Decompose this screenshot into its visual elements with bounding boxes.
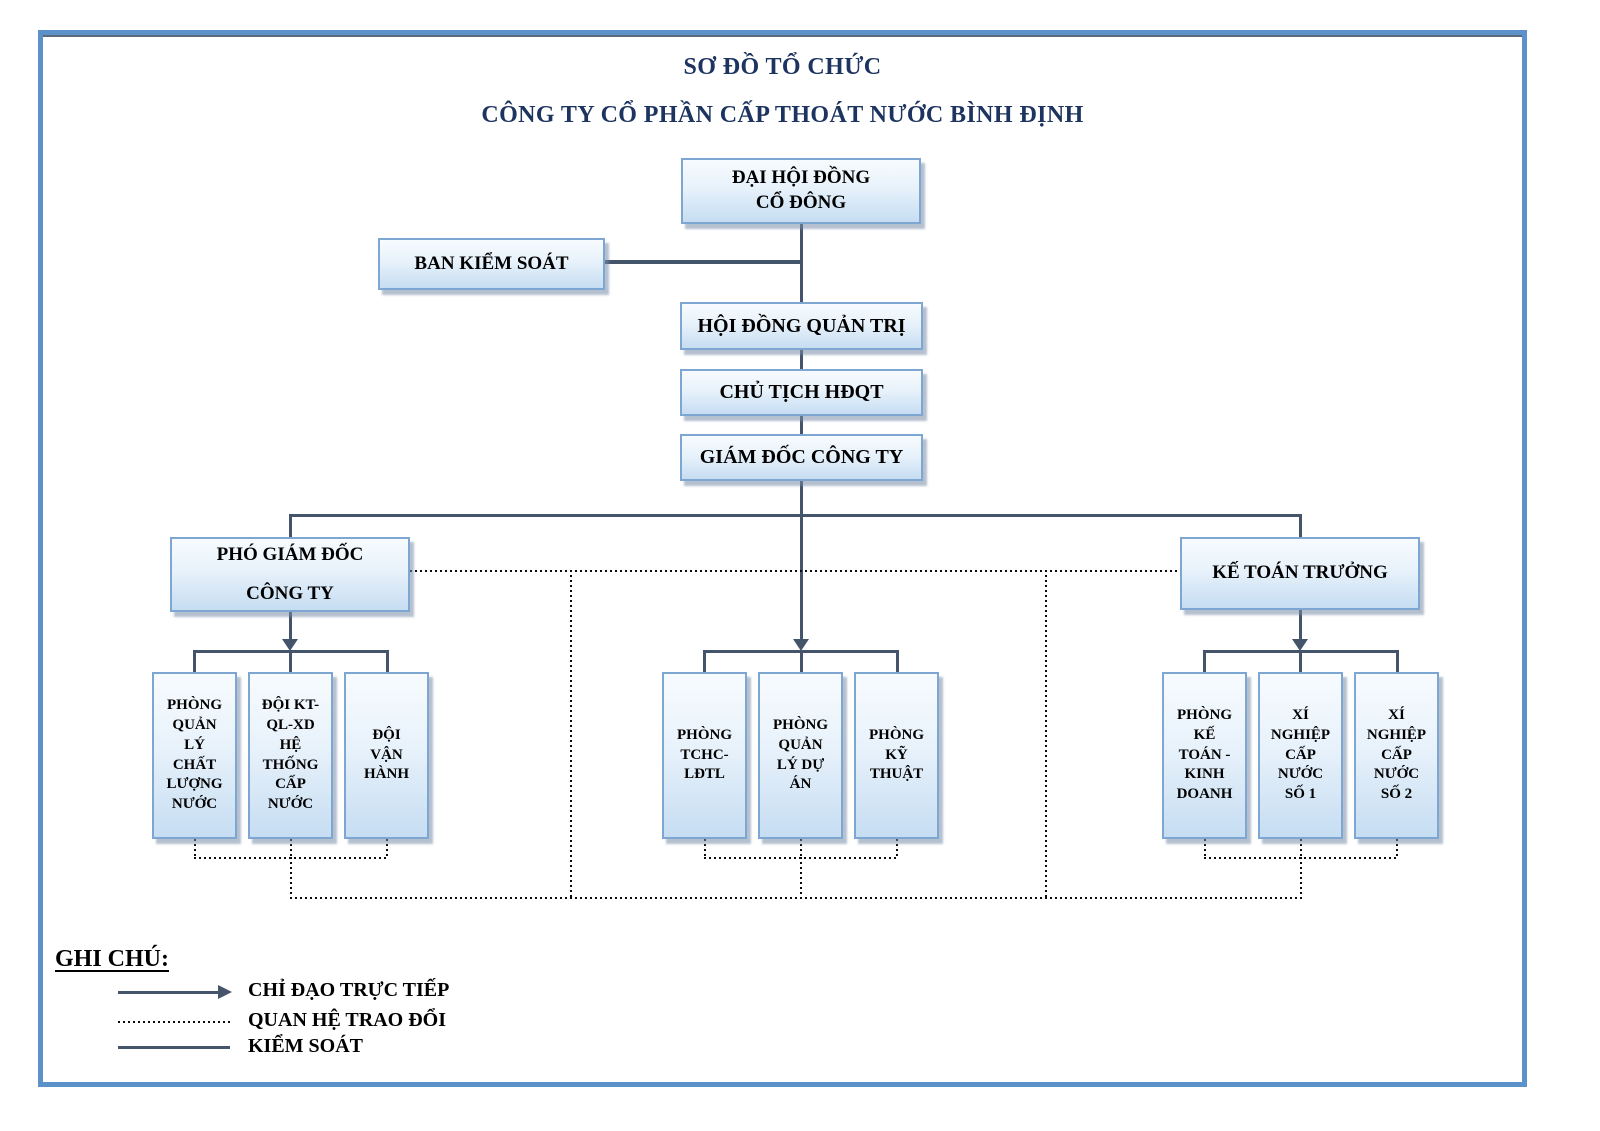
left-stub-2	[289, 650, 292, 672]
dotted-stub	[1300, 839, 1302, 858]
connector-bankiemsoat-control-line	[604, 260, 803, 264]
dotted-bottom-bus	[290, 897, 1302, 899]
connector-phogiamdoc-children	[289, 611, 292, 641]
legend-dotted-line-icon	[118, 1021, 230, 1023]
page-border-frame	[38, 30, 1527, 1087]
legend-label-control: KIỂM SOÁT	[248, 1035, 364, 1057]
dotted-stub	[896, 839, 898, 858]
node-pho-giam-doc-cong-ty: PHÓ GIÁM ĐỐC CÔNG TY	[170, 537, 410, 612]
right-stub-2	[1299, 650, 1302, 672]
dotted-stub	[290, 839, 292, 858]
connector-giamdoc-middle-group	[800, 481, 803, 641]
arrowhead-right-group-icon	[1292, 639, 1308, 651]
dotted-stub	[1204, 839, 1206, 858]
connector-branch-horizontal	[289, 514, 1302, 517]
node-phong-ke-toan-kinh-doanh: PHÒNG KẾ TOÁN - KINH DOANH	[1162, 672, 1247, 839]
legend-heading: GHI CHÚ:	[55, 946, 169, 972]
dotted-vertical-right	[1045, 570, 1047, 900]
middle-stub-3	[896, 650, 899, 672]
node-ke-toan-truong: KẾ TOÁN TRƯỞNG	[1180, 537, 1420, 610]
right-stub-1	[1203, 650, 1206, 672]
connector-drop-ketoantruong	[1299, 514, 1302, 537]
node-doi-kt-ql-xd-he-thong-cap-nuoc: ĐỘI KT- QL-XD HỆ THỐNG CẤP NƯỚC	[248, 672, 333, 839]
node-doi-van-hanh: ĐỘI VẬN HÀNH	[344, 672, 429, 839]
node-dai-hoi-dong-co-dong: ĐẠI HỘI ĐỒNG CỔ ĐÔNG	[681, 158, 921, 224]
connector-ketoantruong-children	[1299, 609, 1302, 641]
arrowhead-left-group-icon	[282, 639, 298, 651]
dotted-drop-middle	[800, 857, 802, 899]
legend-solid-line-icon	[118, 1046, 230, 1049]
dotted-stub	[704, 839, 706, 858]
dotted-stub	[800, 839, 802, 858]
node-phong-tchc-ldtl: PHÒNG TCHC- LĐTL	[662, 672, 747, 839]
node-hoi-dong-quan-tri: HỘI ĐỒNG QUẢN TRỊ	[680, 302, 923, 350]
dotted-drop-left	[290, 857, 292, 899]
node-ban-kiem-soat: BAN KIỂM SOÁT	[378, 238, 605, 290]
legend-solid-arrow-icon	[118, 991, 220, 994]
node-xi-nghiep-cap-nuoc-so-2: XÍ NGHIỆP CẤP NƯỚC SỐ 2	[1354, 672, 1439, 839]
connector-drop-phogiamdoc	[289, 514, 292, 537]
chart-title: SƠ ĐỒ TỔ CHỨC	[683, 54, 882, 80]
node-phong-quan-ly-chat-luong-nuoc: PHÒNG QUẢN LÝ CHẤT LƯỢNG NƯỚC	[152, 672, 237, 839]
dotted-stub	[1396, 839, 1398, 858]
legend-label-exchange-relation: QUAN HỆ TRAO ĐỔI	[248, 1009, 446, 1031]
node-chu-tich-hdqt: CHỦ TỊCH HĐQT	[680, 369, 923, 416]
legend-label-direct-command: CHỈ ĐẠO TRỰC TIẾP	[248, 979, 450, 1001]
dotted-drop-right	[1300, 857, 1302, 899]
arrowhead-middle-group-icon	[793, 639, 809, 651]
legend-arrowhead-icon	[218, 985, 232, 999]
node-giam-doc-cong-ty: GIÁM ĐỐC CÔNG TY	[680, 434, 923, 481]
middle-stub-2	[800, 650, 803, 672]
left-stub-3	[386, 650, 389, 672]
node-xi-nghiep-cap-nuoc-so-1: XÍ NGHIỆP CẤP NƯỚC SỐ 1	[1258, 672, 1343, 839]
dotted-stub	[194, 839, 196, 858]
top-horizontal-rule	[43, 35, 1522, 37]
node-phong-quan-ly-du-an: PHÒNG QUẢN LÝ DỰ ÁN	[758, 672, 843, 839]
node-phong-ky-thuat: PHÒNG KỸ THUẬT	[854, 672, 939, 839]
company-name-title: CÔNG TY CỔ PHẦN CẤP THOÁT NƯỚC BÌNH ĐỊNH	[481, 102, 1084, 128]
connector-hoidong-chutich	[800, 348, 803, 369]
right-stub-3	[1396, 650, 1399, 672]
left-stub-1	[193, 650, 196, 672]
dotted-vertical-left	[570, 570, 572, 900]
connector-chutich-giamdoc	[800, 415, 803, 435]
middle-stub-1	[703, 650, 706, 672]
dotted-exchange-horizontal	[410, 570, 1180, 572]
dotted-stub	[386, 839, 388, 858]
